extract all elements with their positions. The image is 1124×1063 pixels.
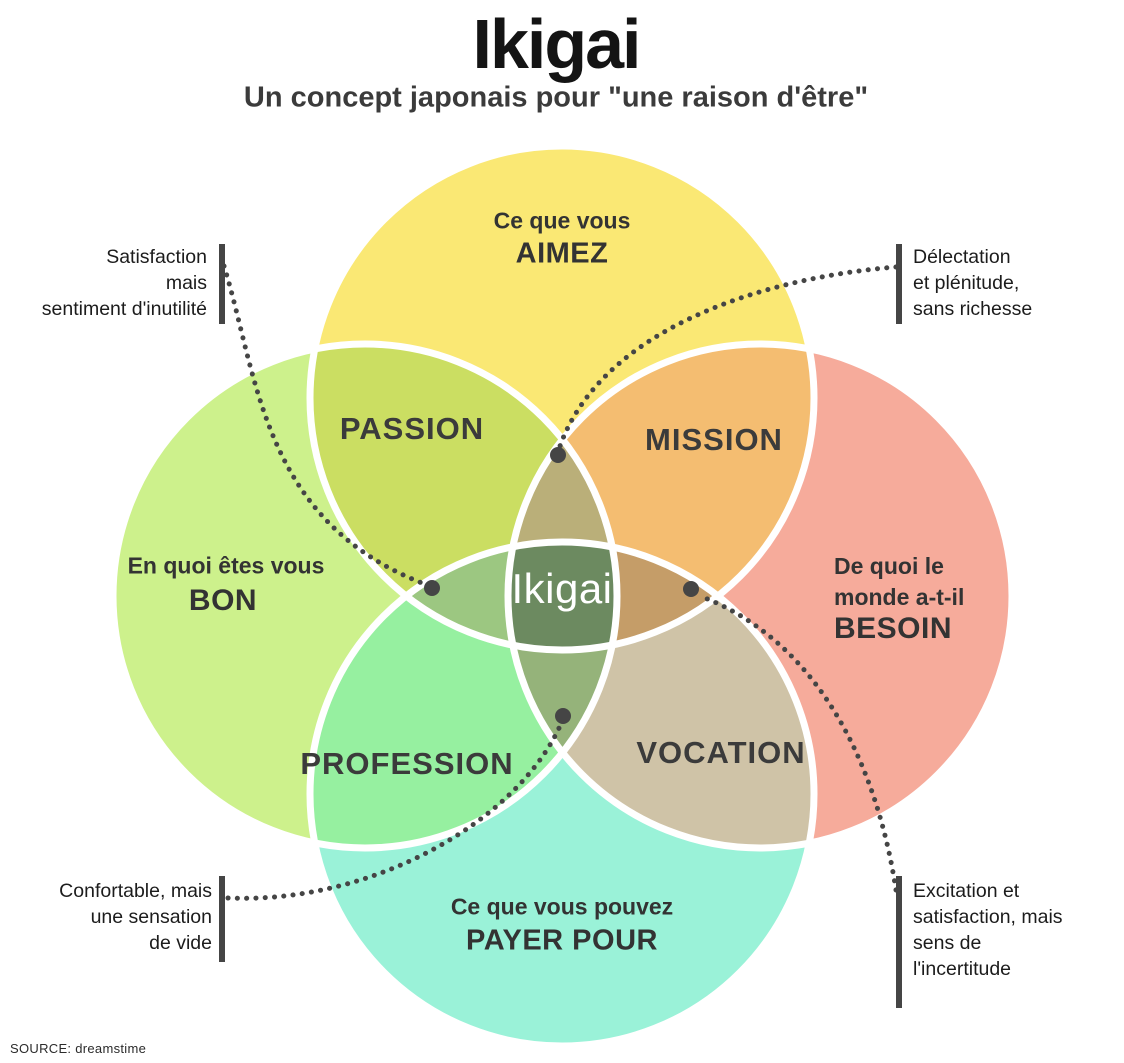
annotation-line: Délectation	[913, 246, 1011, 268]
annotation-line: sens de	[913, 932, 982, 954]
annotation-line: Satisfaction	[106, 246, 207, 268]
outline-need	[504, 340, 1016, 852]
outline-love	[306, 142, 818, 654]
annotation-line: l'incertitude	[913, 958, 1012, 980]
annotation-line: et plénitude,	[913, 272, 1020, 294]
outline-good	[109, 340, 621, 852]
label-good-line: En quoi êtes vous	[127, 552, 325, 579]
connector-dot-top-petal	[550, 447, 566, 463]
label-love-emphasis: AIMEZ	[515, 237, 609, 270]
label-passion: PASSION	[339, 411, 485, 446]
annotation-line: sans richesse	[913, 298, 1033, 320]
annotation-line: satisfaction, mais	[913, 906, 1063, 928]
annotation-top-left: Satisfaction mais sentiment d'inutilité	[8, 244, 207, 322]
connector-line-top-left	[221, 263, 425, 586]
label-need-block: De quoi le monde a-t-il BESOIN	[834, 551, 964, 644]
annotation-bar-top-right	[896, 244, 902, 324]
annotation-bar-bottom-right	[896, 876, 902, 1008]
connector-dot-bottom-petal	[555, 708, 571, 724]
label-vocation: VOCATION	[636, 735, 806, 770]
label-love-line: Ce que vous	[493, 207, 631, 234]
annotation-line: Confortable, mais	[59, 880, 212, 902]
label-good-emphasis: BON	[188, 584, 258, 617]
annotation-bottom-left: Confortable, mais une sensation de vide	[8, 878, 212, 956]
connector-dot-right-petal	[683, 581, 699, 597]
label-need-line2: monde a-t-il	[834, 584, 965, 610]
label-paid-emphasis: PAYER POUR	[466, 924, 658, 957]
page-subtitle: Un concept japonais pour "une raison d'ê…	[243, 81, 869, 114]
outline-paid	[306, 538, 818, 1050]
annotation-bar-top-left	[219, 244, 225, 324]
annotation-line: mais	[165, 272, 207, 294]
label-need-emphasis: BESOIN	[834, 612, 953, 645]
annotation-line: Excitation et	[913, 880, 1020, 902]
annotation-line: une sensation	[90, 906, 212, 928]
page-title: Ikigai	[472, 5, 642, 83]
label-mission: MISSION	[645, 422, 783, 457]
annotation-line: sentiment d'inutilité	[41, 298, 207, 320]
connector-dot-left-petal	[424, 580, 440, 596]
label-ikigai-center: Ikigai	[511, 565, 613, 612]
annotation-line: de vide	[149, 932, 212, 954]
label-profession: PROFESSION	[300, 746, 514, 781]
label-need-line1: De quoi le	[834, 553, 944, 579]
connector-line-top-right	[557, 264, 899, 449]
annotation-bar-bottom-left	[219, 876, 225, 962]
source-credit: SOURCE: dreamstime	[10, 1041, 147, 1056]
annotation-top-right: Délectation et plénitude, sans richesse	[913, 244, 1124, 322]
label-paid-line: Ce que vous pouvez	[450, 893, 674, 920]
connector-line-bottom-left	[225, 723, 563, 901]
annotation-bottom-right: Excitation et satisfaction, mais sens de…	[913, 878, 1124, 982]
